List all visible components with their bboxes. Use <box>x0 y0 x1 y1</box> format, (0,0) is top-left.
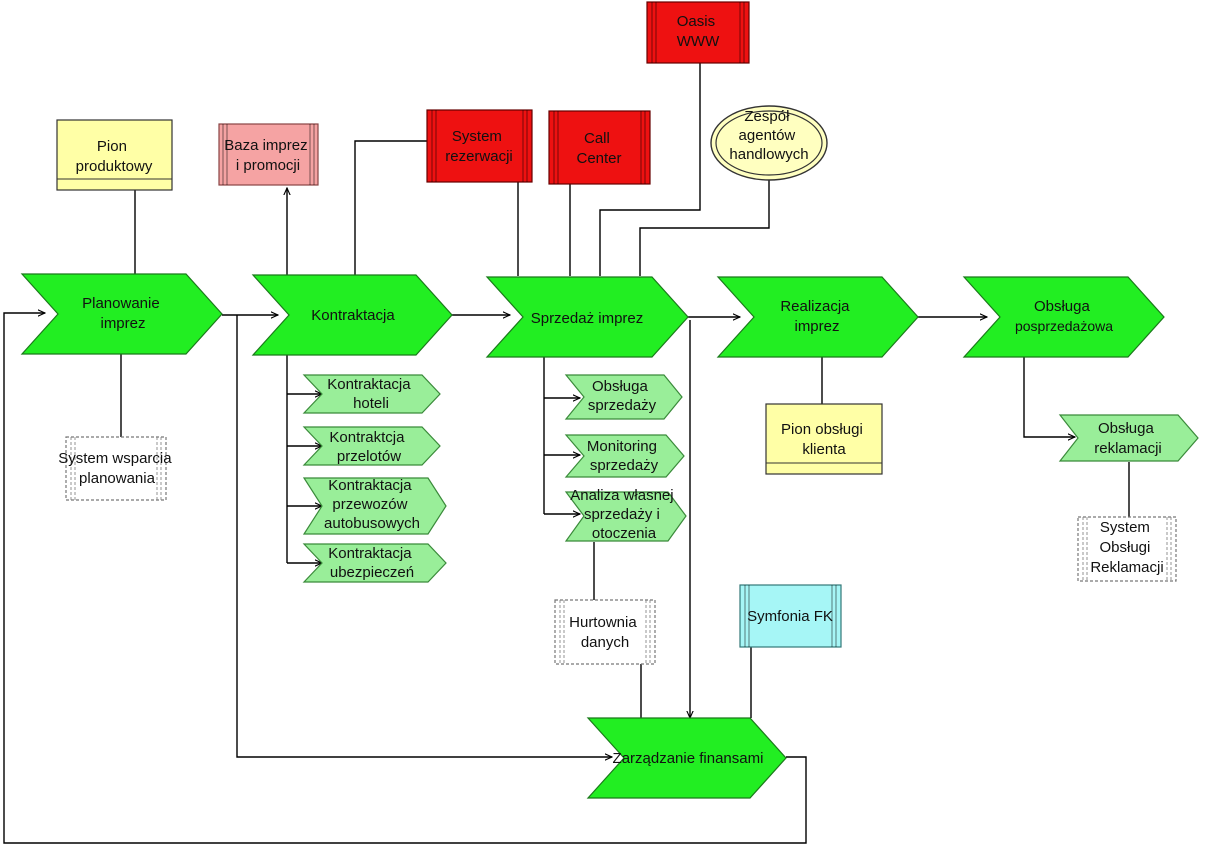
subfunction-monitoring[interactable]: Monitoring sprzedaży <box>564 434 685 478</box>
subfunction-reklamacje-label: Obsługa reklamacji <box>1094 420 1162 457</box>
system-rezerwacji[interactable]: System rezerwacji <box>426 109 533 183</box>
function-obsluga[interactable]: Obsługa posprzedażowa <box>962 276 1165 358</box>
system-oasis[interactable]: Oasis WWW <box>646 1 750 64</box>
org-pion-produktowy-label: Pion produktowy <box>76 138 153 175</box>
link-zespol <box>639 180 770 276</box>
system-reklamacje[interactable]: System Obsługi Reklamacji <box>1077 516 1177 582</box>
subfunction-ubezpieczenia-label: Kontraktacja ubezpieczeń <box>328 545 416 581</box>
link-rezerwacji <box>354 140 427 276</box>
subfunction-obsluga-sprzedazy[interactable]: Obsługa sprzedaży <box>564 374 683 420</box>
system-callcenter-label: Call Center <box>576 130 621 167</box>
subfunction-hotele[interactable]: Kontraktacja hoteli <box>302 374 441 414</box>
link-reklamacje <box>1023 356 1075 437</box>
function-planowanie-label: Planowanie imprez <box>82 295 164 332</box>
system-wsparcie[interactable]: System wsparcia planowania <box>58 436 176 501</box>
org-pion-obslugi[interactable]: Pion obsługi klienta <box>765 403 883 475</box>
function-realizacja-label: Realizacja imprez <box>780 298 853 335</box>
team-zespol-label: Zespół agentów handlowych <box>729 108 808 163</box>
function-finanse-label: Zarządzanie finansami <box>613 750 764 767</box>
subfunction-przewozy-label: Kontraktacja przewozów autobusowych <box>324 477 420 532</box>
function-planowanie[interactable]: Planowanie imprez <box>20 273 223 355</box>
subfunction-monitoring-label: Monitoring sprzedaży <box>587 438 661 474</box>
subfunction-przeloty-label: Kontraktcja przelotów <box>329 429 408 465</box>
system-baza-label: Baza imprez i promocji <box>224 137 312 174</box>
subfunction-reklamacje[interactable]: Obsługa reklamacji <box>1058 414 1199 462</box>
connectors <box>3 63 1130 844</box>
org-pion-produktowy[interactable]: Pion produktowy <box>56 119 173 191</box>
link-oasis <box>599 63 701 276</box>
function-finanse[interactable]: Zarządzanie finansami <box>586 717 787 799</box>
function-sprzedaz-label: Sprzedaż imprez <box>531 310 644 327</box>
flow-planowanie-finanse <box>236 315 612 757</box>
subfunction-hotele-label: Kontraktacja hoteli <box>327 376 415 412</box>
system-callcenter[interactable]: Call Center <box>548 110 651 185</box>
function-obsluga-label: Obsługa posprzedażowa <box>1015 298 1113 334</box>
flow-finanse-planowanie <box>3 313 807 844</box>
system-hurtownia[interactable]: Hurtownia danych <box>554 599 656 665</box>
system-reklamacje-label: System Obsługi Reklamacji <box>1090 519 1163 576</box>
subfunction-analiza[interactable]: Analiza własnej sprzedaży i otoczenia <box>564 487 687 542</box>
function-kontraktacja[interactable]: Kontraktacja <box>251 274 453 356</box>
subfunction-przeloty[interactable]: Kontraktcja przelotów <box>302 426 441 466</box>
function-kontraktacja-label: Kontraktacja <box>311 307 395 324</box>
system-hurtownia-label: Hurtownia danych <box>569 614 641 651</box>
subfunction-ubezpieczenia[interactable]: Kontraktacja ubezpieczeń <box>302 543 447 583</box>
system-wsparcie-label: System wsparcia planowania <box>58 450 176 487</box>
subfunction-analiza-label: Analiza własnej sprzedaży i otoczenia <box>570 487 678 542</box>
function-realizacja[interactable]: Realizacja imprez <box>716 276 919 358</box>
system-rezerwacji-label: System rezerwacji <box>445 128 513 165</box>
function-sprzedaz[interactable]: Sprzedaż imprez <box>485 276 689 358</box>
system-baza[interactable]: Baza imprez i promocji <box>218 123 319 186</box>
subfunction-przewozy[interactable]: Kontraktacja przewozów autobusowych <box>302 477 447 535</box>
subfunction-obsluga-sprzedazy-label: Obsługa sprzedaży <box>588 378 657 414</box>
org-pion-obslugi-label: Pion obsługi klienta <box>781 421 867 458</box>
system-symfonia-label: Symfonia FK <box>747 608 833 625</box>
system-oasis-label: Oasis WWW <box>677 13 720 50</box>
team-zespol[interactable]: Zespół agentów handlowych <box>710 105 828 181</box>
system-symfonia[interactable]: Symfonia FK <box>739 584 842 648</box>
